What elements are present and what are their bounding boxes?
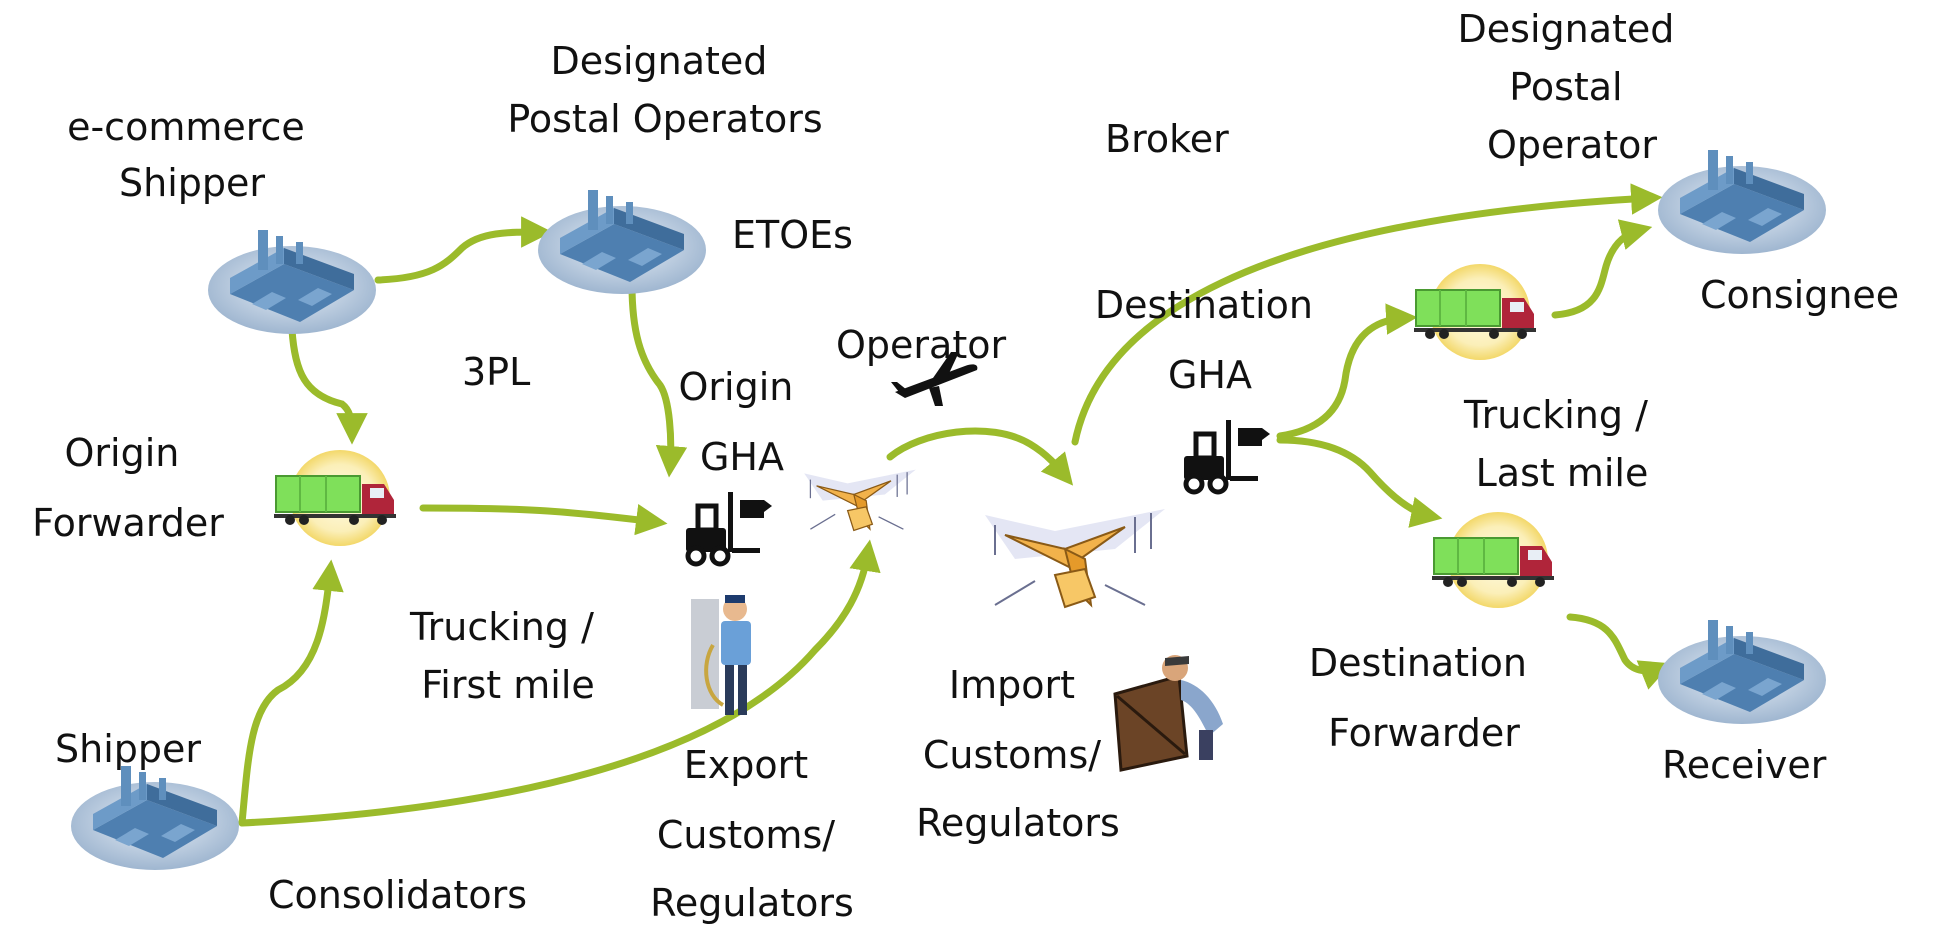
crate-worker-icon: [1113, 655, 1223, 772]
factory-icon: [1658, 150, 1826, 254]
receiver-label: Receiver: [1662, 743, 1827, 787]
factory-icon: [71, 766, 239, 870]
operator-label: Operator: [836, 323, 1006, 367]
arrow-dest-forwarder-to-receiver: [1566, 613, 1672, 690]
origin-forwarder-label: Origin Forwarder: [32, 431, 224, 545]
factory-icon: [538, 190, 706, 294]
broker-label: Broker: [1105, 117, 1229, 161]
customs-officer-icon: [691, 595, 751, 715]
ecommerce-shipper-label: e-commerce Shipper: [67, 105, 317, 205]
designated-postal-operator-label: Designated Postal Operator: [1458, 7, 1687, 167]
import-customs-label: Import Customs/ Regulators: [916, 663, 1120, 845]
arrow-ecommerce-to-forwarder: [288, 326, 368, 445]
forklift-icon: [1184, 420, 1270, 492]
factory-icon: [1658, 620, 1826, 724]
flow-arrows: [238, 183, 1672, 827]
factory-icon: [208, 230, 376, 334]
arrow-dest-gha-to-last-mile-truck: [1276, 303, 1418, 440]
arrow-ecommerce-to-postal: [374, 216, 553, 284]
export-customs-label: Export Customs/ Regulators: [650, 743, 854, 925]
trucking-last-mile-label: Trucking / Last mile: [1463, 393, 1660, 495]
3pl-label: 3PL: [462, 350, 530, 394]
origin-gha-label: Origin GHA: [679, 365, 806, 479]
arrow-origin-to-destination-airport: [886, 427, 1074, 486]
consignee-label: Consignee: [1700, 273, 1899, 317]
arrow-forwarder-to-origin-gha: [419, 504, 668, 536]
arrow-shipper-to-export: [238, 539, 881, 827]
diagram-labels: e-commerce Shipper Designated Postal Ope…: [32, 7, 1899, 925]
arrow-postal-to-origin-gha: [628, 281, 688, 478]
forklift-icon: [686, 492, 772, 564]
truck-icon: [1413, 263, 1537, 361]
destination-gha-label: Destination GHA: [1095, 283, 1325, 397]
arrow-shipper-to-forwarder: [238, 559, 344, 827]
designated-postal-operators-label: Designated Postal Operators: [507, 39, 822, 141]
arrow-destination-to-postal-operator: [1071, 183, 1663, 446]
truck-icon: [273, 449, 397, 547]
consolidators-label: Consolidators: [268, 873, 527, 917]
trucking-first-mile-label: Trucking / First mile: [409, 605, 606, 707]
airport-icon: [803, 469, 917, 532]
arrow-last-mile-to-consignee: [1551, 219, 1653, 319]
shipper-label: Shipper: [55, 727, 201, 771]
airport-icon: [984, 508, 1166, 608]
truck-icon: [1431, 511, 1555, 609]
arrow-dest-gha-to-dest-forwarder: [1276, 436, 1443, 528]
etoes-label: ETOEs: [732, 213, 853, 257]
destination-forwarder-label: Destination Forwarder: [1309, 641, 1539, 755]
